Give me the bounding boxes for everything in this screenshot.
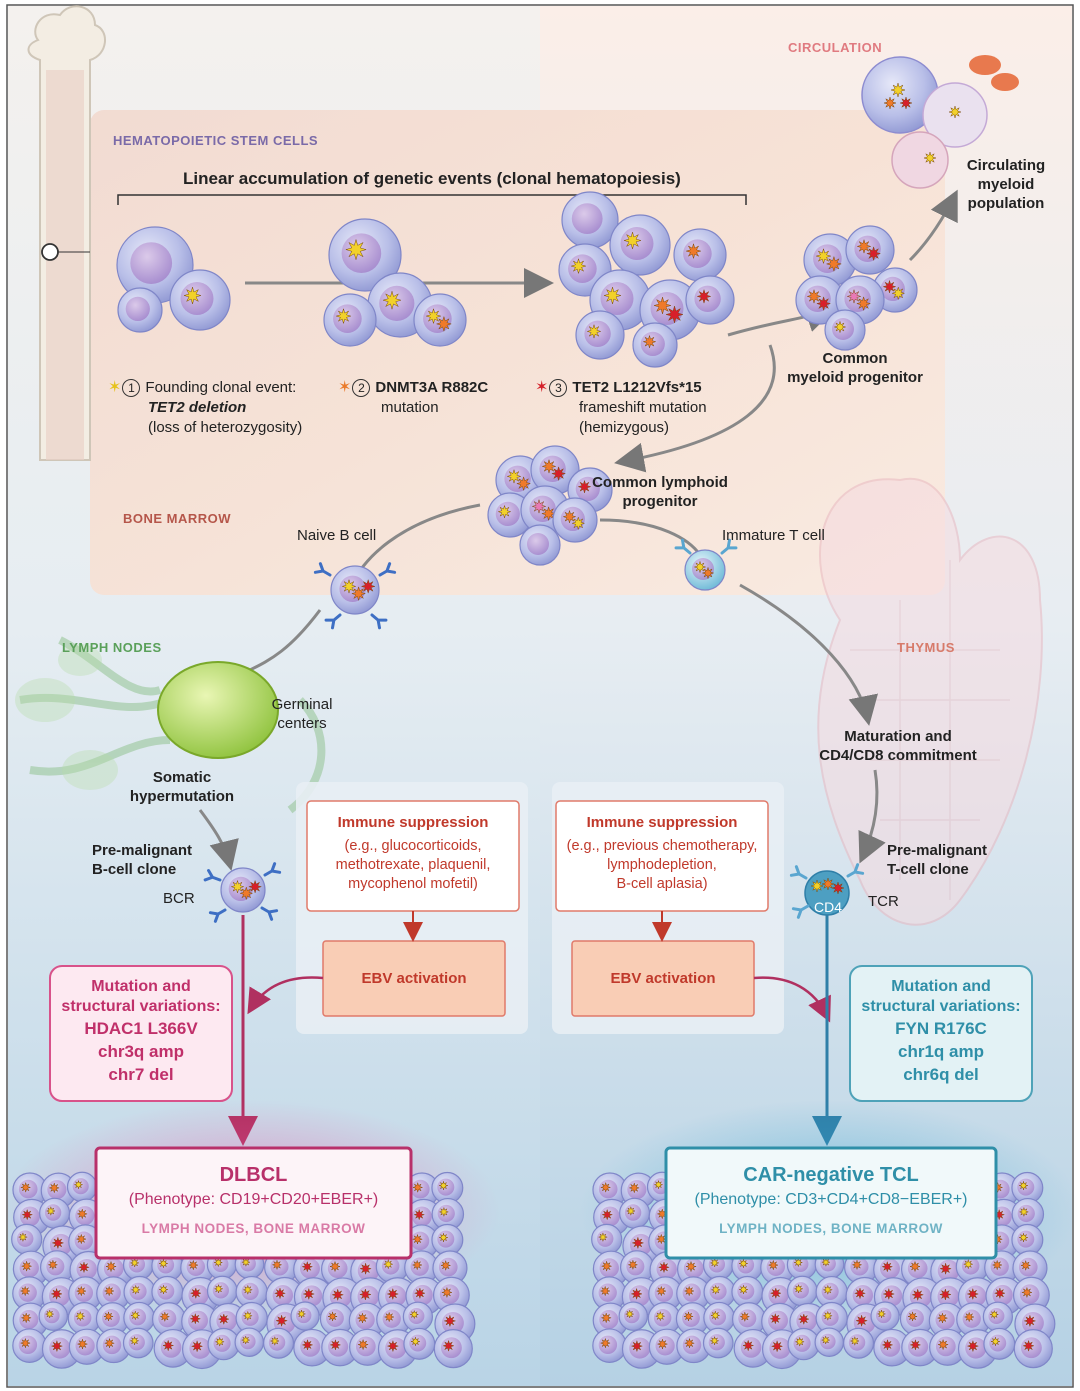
immune-suppression-right: Immune suppression (e.g., previous chemo…	[556, 814, 768, 894]
tcl-title: CAR-negative TCL	[743, 1164, 919, 1186]
event-2-label: DNMT3A R882C	[375, 379, 489, 396]
tcl-location: LYMPH NODES, BONE MARROW	[719, 1221, 943, 1236]
region-circulation: CIRCULATION	[788, 40, 883, 55]
immune-left-title: Immune suppression	[337, 814, 489, 831]
cd4-label: CD4	[814, 899, 843, 915]
dlbcl-location: LYMPH NODES, BONE MARROW	[141, 1221, 366, 1236]
dlbcl-title: DLBCL	[219, 1164, 288, 1186]
event-1-gene: TET2 deletion	[148, 399, 247, 416]
linear-accumulation-title: Linear accumulation of genetic events (c…	[183, 169, 681, 188]
region-hsc: HEMATOPOIETIC STEM CELLS	[113, 133, 319, 148]
ebv-activation-right: EBV activation	[610, 970, 716, 987]
naive-b-cell-label: Naive B cell	[297, 527, 377, 544]
event-1-detail: (loss of heterozygosity)	[148, 419, 303, 436]
event-2-detail: mutation	[381, 399, 439, 416]
event-3-detail-2: (hemizygous)	[579, 419, 670, 436]
event-3-number: 3	[549, 379, 568, 397]
star-yellow-icon: ✶	[108, 379, 122, 396]
event-1-number: 1	[122, 379, 141, 397]
star-red-icon: ✶	[535, 379, 549, 396]
mutations-right: Mutation and structural variations: FYN …	[861, 978, 1021, 1084]
immune-right-title: Immune suppression	[586, 814, 738, 831]
tcl-phenotype: (Phenotype: CD3+CD4+CD8−EBER+)	[694, 1191, 968, 1208]
mutations-left: Mutation and structural variations: HDAC…	[61, 978, 221, 1084]
star-orange-icon: ✶	[338, 379, 352, 396]
region-bone-marrow: BONE MARROW	[123, 511, 232, 526]
dlbcl-phenotype: (Phenotype: CD19+CD20+EBER+)	[128, 1191, 379, 1208]
immune-suppression-left: Immune suppression (e.g., glucocorticoid…	[307, 814, 519, 894]
result-tcl: CAR-negative TCL (Phenotype: CD3+CD4+CD8…	[666, 1164, 996, 1236]
cell-clusters	[116, 82, 962, 923]
femur-bone	[27, 5, 106, 461]
event-1-label: Founding clonal event:	[145, 379, 297, 396]
event-3-label: TET2 L1212Vfs*15	[572, 379, 702, 396]
immature-t-cell-label: Immature T cell	[722, 527, 825, 544]
region-lymph-nodes: LYMPH NODES	[62, 640, 162, 655]
ebv-activation-left: EBV activation	[361, 970, 467, 987]
region-thymus: THYMUS	[897, 640, 955, 655]
result-dlbcl: DLBCL (Phenotype: CD19+CD20+EBER+) LYMPH…	[96, 1164, 411, 1236]
event-2-number: 2	[352, 379, 371, 397]
tcr-label: TCR	[868, 893, 899, 910]
bcr-label: BCR	[163, 890, 195, 907]
event-3-detail: frameshift mutation	[579, 399, 707, 416]
